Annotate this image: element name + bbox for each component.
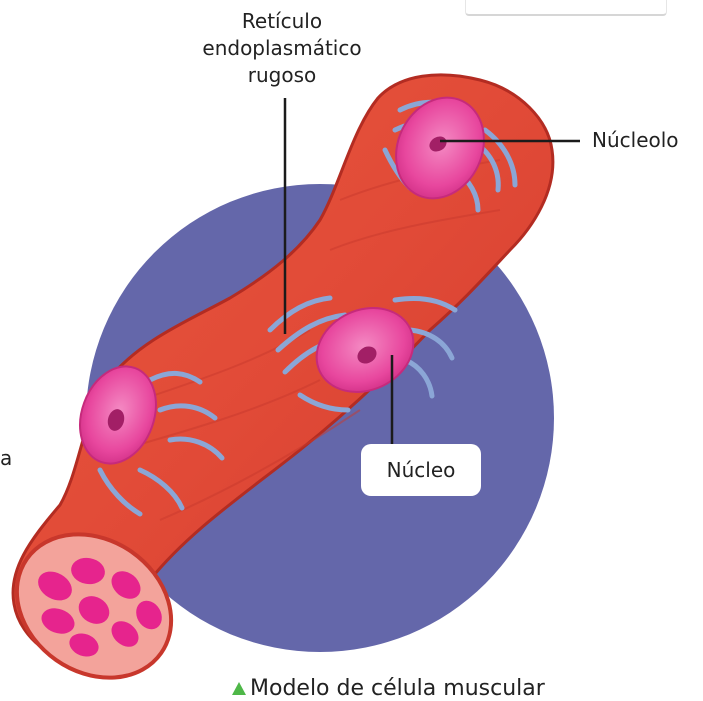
label-nucleolo: Núcleolo [592, 128, 679, 153]
label-nucleo: Núcleo [361, 444, 481, 496]
label-partial-text: a [0, 446, 12, 471]
caption-text: Modelo de célula muscular [250, 676, 545, 701]
triangle-up-icon [232, 682, 246, 695]
label-reticulo-endoplasmatico-rugoso: Retículo endoplasmático rugoso [190, 8, 374, 89]
figure-caption: Modelo de célula muscular [232, 676, 545, 701]
